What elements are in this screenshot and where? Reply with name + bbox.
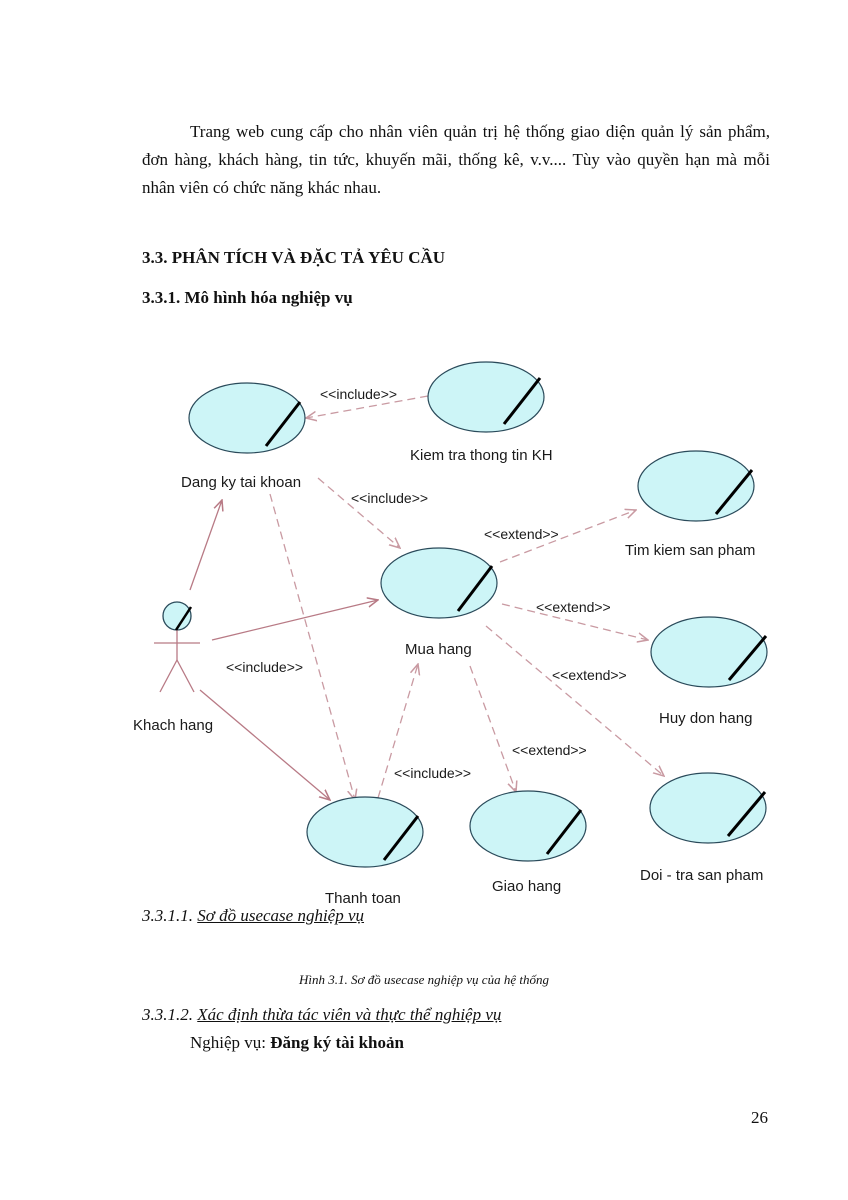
usecase-doi-tra (649, 772, 767, 844)
subsection-1-heading: 3.3.1.1. Sơ đồ usecase nghiệp vụ (142, 906, 364, 926)
business-label: Nghiệp vụ: (190, 1033, 271, 1052)
usecase-label: Giao hang (492, 878, 561, 895)
extend-label: <<extend>> (484, 526, 559, 542)
usecase-label: Huy don hang (659, 710, 752, 727)
usecase-label: Doi - tra san pham (640, 867, 763, 884)
subsection-2-title: Xác định thừa tác viên và thực thể nghiệ… (197, 1005, 502, 1024)
usecase-thanh-toan (306, 796, 424, 868)
usecase-label: Thanh toan (325, 890, 401, 907)
extend-label: <<extend>> (536, 599, 611, 615)
usecase-label: Kiem tra thong tin KH (410, 447, 553, 464)
usecase-dang-ky (188, 382, 306, 454)
figure-caption: Hình 3.1. Sơ đồ usecase nghiệp vụ của hệ… (299, 972, 549, 987)
business-value: Đăng ký tài khoản (270, 1033, 404, 1052)
usecase-kiem-tra (427, 361, 545, 433)
extend-label: <<extend>> (512, 742, 587, 758)
usecase-giao-hang (469, 790, 587, 862)
include-dependency (377, 664, 418, 799)
subsection-1-number: 3.3.1.1. (142, 906, 193, 925)
intro-paragraph: Trang web cung cấp cho nhân viên quản tr… (142, 122, 770, 197)
subsection-2-number: 3.3.1.2. (142, 1005, 193, 1024)
include-dependency (317, 477, 400, 548)
include-label: <<include>> (394, 765, 471, 781)
usecase-label: Mua hang (405, 641, 472, 658)
include-label: <<include>> (351, 490, 428, 506)
include-label: <<include>> (226, 659, 303, 675)
subsection-1-title: Sơ đồ usecase nghiệp vụ (197, 906, 365, 925)
subsection-heading: 3.3.1. Mô hình hóa nghiệp vụ (142, 288, 353, 307)
association-line (199, 689, 330, 800)
actor-figure (154, 601, 200, 693)
association-line (189, 500, 222, 591)
usecase-tim-kiem (637, 450, 755, 522)
include-dependency (269, 493, 355, 800)
include-label: <<include>> (320, 386, 397, 402)
actor-label: Khach hang (133, 717, 213, 734)
extend-dependency (469, 665, 516, 792)
extend-label: <<extend>> (552, 667, 627, 683)
extend-dependency (499, 510, 636, 563)
section-heading: 3.3. PHÂN TÍCH VÀ ĐẶC TẢ YÊU CẦU (142, 248, 446, 267)
page-number: 26 (751, 1108, 768, 1127)
include-dependency (306, 395, 429, 418)
association-line (211, 600, 378, 641)
usecase-marker (174, 606, 193, 631)
usecase-label: Dang ky tai khoan (181, 474, 301, 491)
usecase-mua-hang (380, 547, 498, 619)
subsection-2-heading: 3.3.1.2. Xác định thừa tác viên và thực … (142, 1005, 501, 1025)
usecase-huy-don (650, 616, 768, 688)
business-line: Nghiệp vụ: Đăng ký tài khoản (190, 1033, 404, 1053)
usecase-label: Tim kiem san pham (625, 542, 755, 559)
